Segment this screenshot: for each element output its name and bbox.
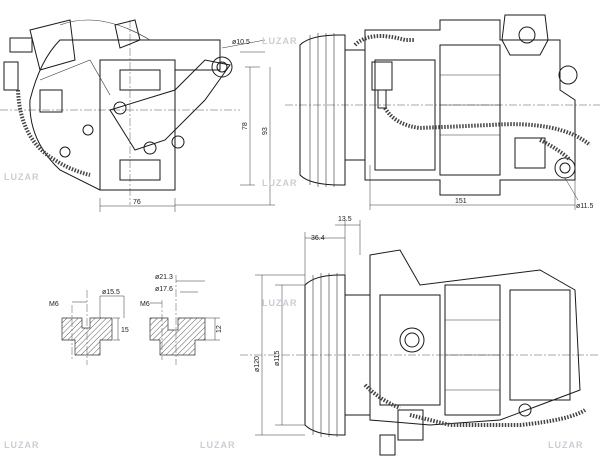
dim-v1-width-76: 76	[133, 199, 141, 206]
dim-fit2-depth: 12	[216, 325, 223, 333]
fitting-detail-2: ø21.3 ø17.6 M6 12	[140, 274, 223, 365]
dim-v3-pulley-dia-115: ø115	[274, 350, 281, 366]
watermark-logo: LUZAR	[200, 440, 236, 450]
fitting-detail-1: M6 ø15.5 15	[49, 289, 129, 365]
dim-fit1-dia: ø15.5	[102, 289, 120, 296]
watermarks: LUZAR LUZAR LUZAR LUZAR LUZAR LUZAR LUZA…	[4, 36, 584, 450]
watermark-logo: LUZAR	[548, 440, 584, 450]
side-view: 151 ø11.5	[285, 14, 600, 210]
dim-v2-bolt-dia: ø11.5	[576, 203, 593, 210]
dim-v2-length-151: 151	[455, 198, 467, 205]
watermark-logo: LUZAR	[4, 440, 40, 450]
dim-v1-bolt-dia: ø10.5	[232, 39, 250, 46]
front-view: ø10.5 78 93 76	[0, 19, 275, 212]
watermark-logo: LUZAR	[262, 298, 298, 308]
dim-fit2-thread: M6	[140, 301, 150, 308]
lower-side-view: 13.5 36.4 ø120 ø115	[240, 216, 600, 456]
dim-fit1-depth: 15	[121, 327, 129, 334]
watermark-logo: LUZAR	[262, 36, 298, 46]
dim-v1-height-78: 78	[242, 122, 249, 130]
watermark-logo: LUZAR	[262, 178, 298, 188]
watermark-logo: LUZAR	[4, 172, 40, 182]
dim-v3-offset-36-4: 36.4	[311, 235, 325, 242]
dim-v3-pulley-dia-120: ø120	[254, 356, 261, 372]
dim-fit1-thread: M6	[49, 301, 59, 308]
dim-v1-height-93: 93	[262, 127, 269, 135]
dim-fit2-dia-inner: ø17.6	[155, 286, 173, 293]
dim-v3-offset-13-5: 13.5	[338, 216, 352, 223]
dim-fit2-dia-outer: ø21.3	[155, 274, 173, 281]
